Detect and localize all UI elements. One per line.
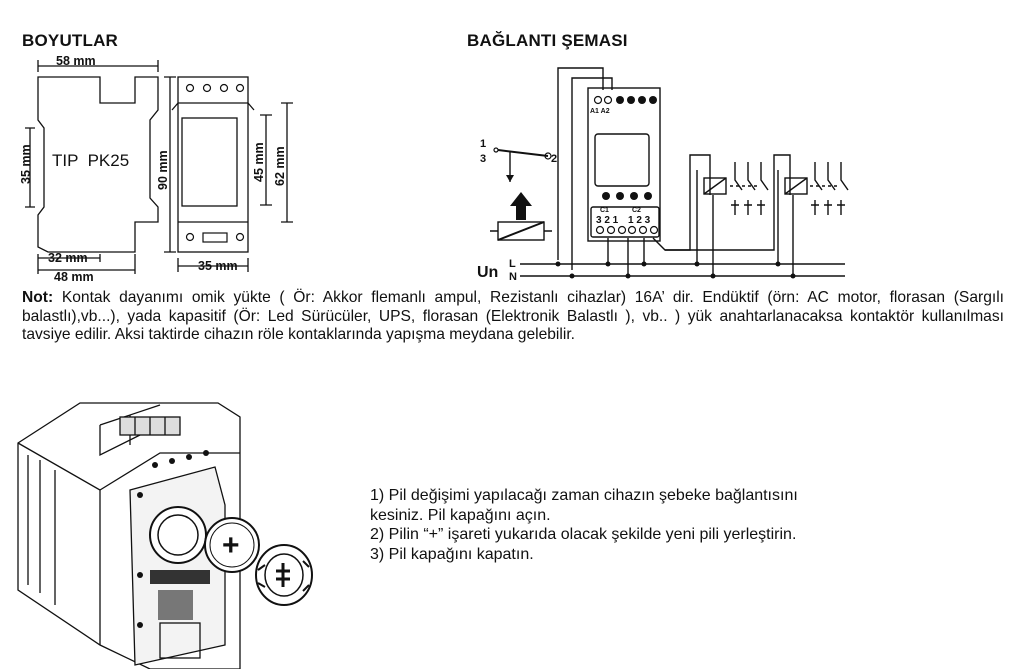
n-label: N bbox=[509, 271, 517, 283]
c2-label: C2 bbox=[632, 207, 641, 214]
c2-terminals: 1 2 3 bbox=[628, 215, 651, 226]
switch-label-2: 2 bbox=[551, 153, 557, 165]
battery-device-illustration: + bbox=[17, 402, 313, 669]
note-label: Not: bbox=[22, 289, 54, 306]
wiring-diagram: 1 3 2 A1 A2 C1 C2 3 2 1 1 2 3 Un L N bbox=[477, 67, 849, 283]
step-3: 3) Pil kapağını kapatın. bbox=[370, 545, 534, 563]
a-terminals-label: A1 A2 bbox=[590, 108, 610, 115]
c1-label: C1 bbox=[600, 207, 609, 214]
wiring-heading: BAĞLANTI ŞEMASI bbox=[467, 31, 628, 50]
dimensions-heading: BOYUTLAR bbox=[22, 31, 119, 50]
dim-48: 48 mm bbox=[54, 270, 94, 284]
dim-58: 58 mm bbox=[56, 54, 96, 68]
dim-32: 32 mm bbox=[48, 251, 88, 265]
switch-label-3: 3 bbox=[480, 153, 486, 165]
dim-45: 45 mm bbox=[252, 142, 266, 182]
note-text: Kontak dayanımı omik yükte ( Ör: Akkor f… bbox=[22, 289, 1004, 344]
note-paragraph: Not: Kontak dayanımı omik yükte ( Ör: Ak… bbox=[22, 289, 1004, 345]
dim-35-front: 35 mm bbox=[198, 259, 238, 273]
step-1-line-2: kesiniz. Pil kapağını açın. bbox=[370, 506, 551, 524]
dim-35-left: 35 mm bbox=[19, 144, 33, 184]
battery-steps: 1) Pil değişimi yapılacağı zaman cihazın… bbox=[370, 486, 798, 564]
c1-terminals: 3 2 1 bbox=[596, 215, 619, 226]
dim-62: 62 mm bbox=[273, 146, 287, 186]
l-label: L bbox=[509, 258, 516, 270]
step-2: 2) Pilin “+” işareti yukarıda olacak şek… bbox=[370, 526, 797, 543]
dimensions-drawing: 58 mm 35 mm 90 mm 32 mm 48 mm 45 mm 62 m… bbox=[19, 54, 293, 284]
switch-label-1: 1 bbox=[480, 138, 486, 150]
un-label: Un bbox=[477, 264, 498, 281]
model-label: TIP PK25 bbox=[52, 151, 129, 170]
battery-plus-sign: + bbox=[222, 529, 240, 562]
dim-90: 90 mm bbox=[156, 150, 170, 190]
step-1-line-1: 1) Pil değişimi yapılacağı zaman cihazın… bbox=[370, 487, 798, 504]
